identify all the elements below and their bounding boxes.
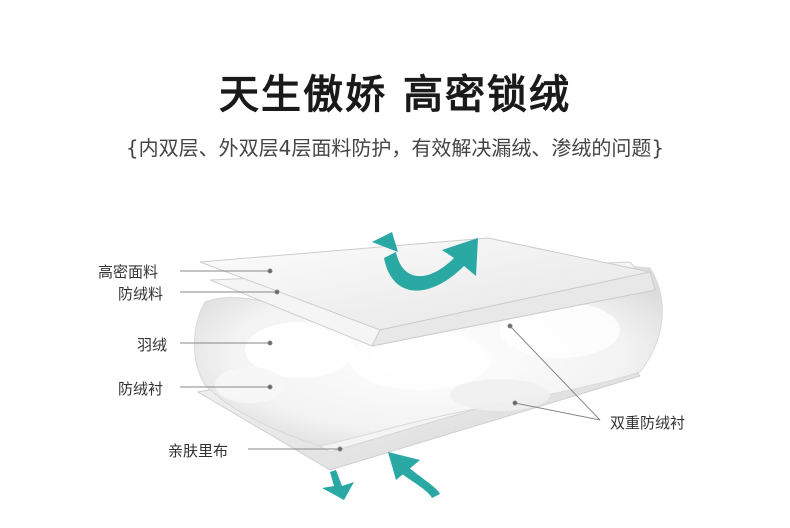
leader-lines-left xyxy=(180,268,343,452)
top-teal-arrow-icon xyxy=(372,232,478,291)
page-title: 天生傲娇 高密锁绒 xyxy=(219,72,571,118)
fabric-edge xyxy=(371,271,656,347)
label-anti-down-lining: 防绒衬 xyxy=(118,380,164,398)
page-subtitle: {内双层、外双层4层面料防护，有效解决漏绒、渗绒的问题} xyxy=(125,136,665,160)
bottom-teal-arrow-icon xyxy=(322,452,440,500)
label-double-anti-down-lining: 双重防绒衬 xyxy=(610,414,686,432)
label-anti-down-fabric: 防绒料 xyxy=(118,285,164,303)
label-down: 羽绒 xyxy=(137,336,168,354)
leader-lines-right xyxy=(507,323,601,421)
label-skin-lining: 亲肤里布 xyxy=(168,442,229,460)
label-high-density-fabric: 高密面料 xyxy=(98,263,159,281)
